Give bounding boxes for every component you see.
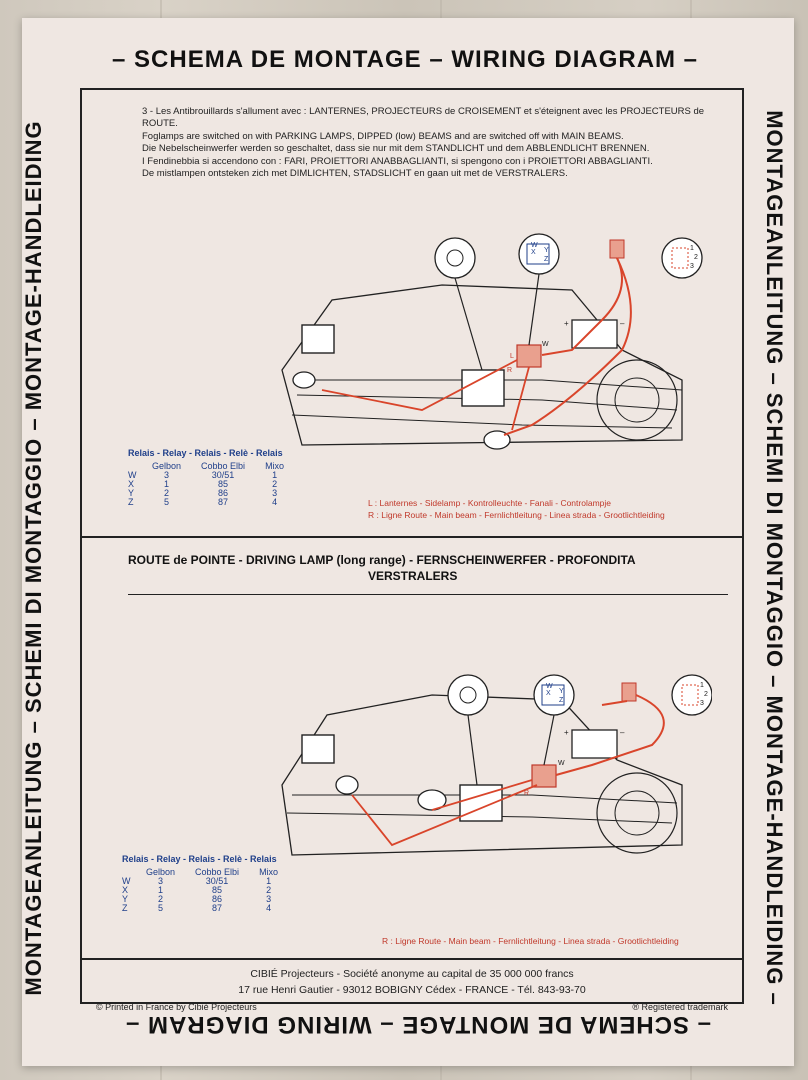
bulb-detail-circle-2 — [447, 674, 489, 716]
svg-text:2: 2 — [694, 254, 698, 261]
svg-text:X: X — [531, 249, 536, 256]
trademark-note: ® Registered trademark — [632, 1002, 728, 1012]
headlamp-left-2 — [301, 734, 335, 764]
svg-text:Z: Z — [559, 697, 564, 704]
foglamp-wiring-diagram: W X Y Z 1 2 3 W L R + – — [281, 233, 703, 450]
foglamp-left — [292, 371, 316, 389]
svg-text:–: – — [620, 728, 625, 737]
relay-box — [516, 344, 542, 368]
headlamp-right — [461, 369, 505, 407]
svg-text:+: + — [564, 319, 569, 328]
svg-text:R: R — [524, 790, 529, 797]
svg-text:1: 1 — [690, 245, 694, 252]
address-line: 17 rue Henri Gautier - 93012 BOBIGNY Céd… — [238, 984, 586, 996]
relay-box-2 — [531, 764, 557, 788]
headlamp-left — [301, 324, 335, 354]
svg-text:W: W — [531, 242, 538, 249]
driving-lamp-wiring-diagram: W X Y Z 1 2 3 W R + – — [281, 674, 712, 856]
wheel — [596, 359, 678, 441]
printed-note: © Printed in France by Cibié Projecteurs — [96, 1002, 257, 1012]
bulb-detail-circle — [434, 237, 476, 279]
company-line: CIBIÉ Projecteurs - Société anonyme au c… — [250, 968, 574, 980]
wheel-2 — [596, 772, 678, 854]
svg-text:Y: Y — [559, 688, 564, 695]
instruction-nl: De mistlampen ontsteken zich met DIMLICH… — [142, 168, 568, 180]
svg-text:+: + — [564, 728, 569, 737]
relay-table-1-title: Relais - Relay - Relais - Relè - Relais — [128, 448, 283, 458]
diagram-frame: 3 - Les Antibrouillards s'allument avec … — [80, 88, 744, 1012]
battery-2 — [571, 729, 618, 759]
foglamp-right — [483, 430, 511, 450]
border-title-bottom: – SCHEMA DE MONTAGE – WIRING DIAGRAM – — [124, 1011, 712, 1038]
svg-text:1: 1 — [700, 682, 704, 689]
svg-text:R: R — [507, 367, 512, 374]
instruction-en: Foglamps are switched on with PARKING LA… — [142, 130, 624, 142]
svg-text:3: 3 — [690, 263, 694, 270]
driving-lamp-title: ROUTE de POINTE - DRIVING LAMP (long ran… — [128, 553, 636, 583]
footer: CIBIÉ Projecteurs - Société anonyme au c… — [82, 958, 742, 1012]
instruction-fr: 3 - Les Antibrouillards s'allument avec … — [142, 106, 705, 130]
foglamp-instructions: 3 - Les Antibrouillards s'allument avec … — [142, 106, 742, 180]
svg-text:–: – — [620, 319, 625, 328]
dashboard-switch-2 — [621, 682, 637, 702]
driving-lamp-left — [335, 775, 359, 795]
legend-lanterns: L : Lanternes - Sidelamp - Kontrolleucht… — [368, 498, 611, 508]
relay-detail-circle-2 — [533, 674, 575, 716]
border-title-right: MONTAGEANLEITUNG – SCHEMI DI MONTAGGIO –… — [762, 110, 787, 1006]
section-divider — [82, 536, 742, 538]
legend-main-beam-1: R : Ligne Route - Main beam - Fernlichtl… — [368, 510, 665, 520]
svg-text:2: 2 — [704, 691, 708, 698]
border-title-left: MONTAGEANLEITUNG – SCHEMI DI MONTAGGIO –… — [21, 120, 46, 996]
svg-text:Z: Z — [544, 256, 549, 263]
wiring-diagram-sheet: – SCHEMA DE MONTAGE – WIRING DIAGRAM – –… — [21, 18, 794, 1066]
border-title-top: – SCHEMA DE MONTAGE – WIRING DIAGRAM – — [112, 46, 699, 73]
svg-text:W: W — [546, 683, 553, 690]
relay-letters-2: W X Y Z — [122, 876, 131, 913]
svg-text:X: X — [546, 690, 551, 697]
dashboard-switch — [609, 239, 625, 259]
relay-table-2-title: Relais - Relay - Relais - Relè - Relais — [122, 854, 277, 864]
svg-text:Y: Y — [544, 247, 549, 254]
title-rule — [128, 594, 728, 595]
relay-letters-1: W X Y Z — [128, 470, 137, 507]
svg-text:L: L — [510, 353, 514, 360]
svg-text:3: 3 — [700, 700, 704, 707]
svg-text:W: W — [542, 341, 549, 348]
svg-text:W: W — [558, 760, 565, 767]
legend-main-beam-2: R : Ligne Route - Main beam - Fernlichtl… — [382, 936, 679, 946]
relay-detail-circle — [518, 233, 560, 275]
instruction-it: I Fendinebbia si accendono con : FARI, P… — [142, 155, 653, 167]
instruction-de: Die Nebelscheinwerfer werden so geschalt… — [142, 143, 650, 155]
